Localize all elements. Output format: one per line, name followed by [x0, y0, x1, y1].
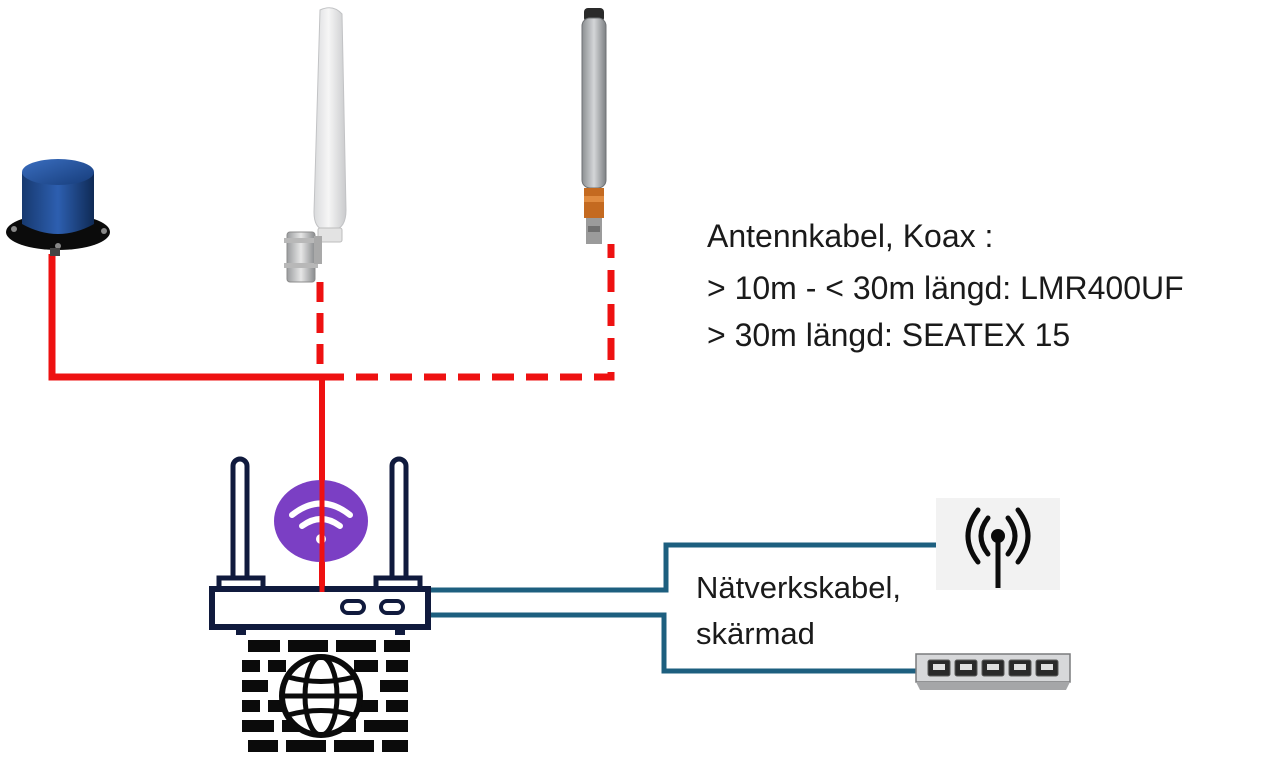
wireless-access-point-icon	[936, 498, 1060, 590]
network-cable-switch	[424, 612, 916, 674]
lte-panel-antenna-icon	[284, 7, 347, 283]
antenna-cable-spec-seatex: > 30m längd: SEATEX 15	[707, 317, 1071, 353]
antenna-cable-spec-lmr400uf: > 10m - < 30m längd: LMR400UF	[707, 270, 1184, 306]
gnss-puck-antenna-icon	[6, 159, 110, 256]
network-switch-icon	[915, 653, 1071, 690]
antenna-cable-heading: Antennkabel, Koax :	[707, 218, 994, 254]
firewall-globe-icon	[242, 640, 410, 752]
network-cable-label-line2: skärmad	[696, 616, 815, 651]
coax-cable-gnss	[48, 254, 322, 381]
omni-whip-antenna-icon	[581, 8, 607, 244]
network-cables	[424, 542, 936, 674]
network-cable-label-line1: Nätverkskabel,	[696, 570, 902, 605]
router-icon	[209, 456, 431, 635]
network-cable-access-point	[424, 542, 936, 593]
coax-cable-whip-dashed	[322, 244, 615, 381]
